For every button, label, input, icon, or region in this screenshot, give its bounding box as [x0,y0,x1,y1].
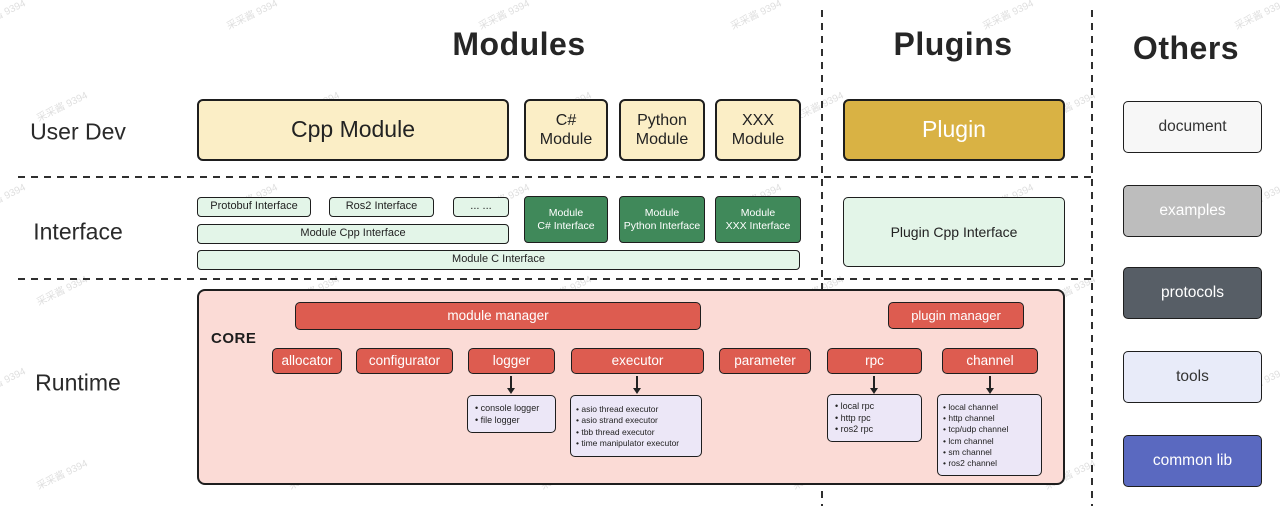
cpp-module-box: Cpp Module [197,99,509,161]
ros2-interface-box: Ros2 Interface [329,197,434,217]
channel-detail-list: • local channel• http channel• tcp/udp c… [937,394,1042,476]
bullet-item: • console logger [475,402,540,413]
module-xxx-interface-box: Module XXX Interface [715,196,801,243]
bullet-item: • tcp/udp channel [943,424,1009,435]
bullet-item: • ros2 rpc [835,424,874,435]
divider-userdev-interface [18,176,1091,178]
others-item-document: document [1123,101,1262,153]
bullet-item: • http rpc [835,412,871,423]
python-module-box: Python Module [619,99,705,161]
protobuf-interface-box: Protobuf Interface [197,197,311,217]
configurator-box: configurator [356,348,453,374]
others-item-examples: examples [1123,185,1262,237]
bullet-item: • ros2 channel [943,457,998,468]
plugin-manager-box: plugin manager [888,302,1024,329]
executor-detail-list: • asio thread executor• asio strand exec… [570,395,702,457]
bullet-item: • file logger [475,414,520,425]
column-title-others: Others [1132,30,1240,66]
bullet-item: • local channel [943,401,998,412]
module-cpp-interface-box: Module Cpp Interface [197,224,509,244]
module-c-interface-box: Module C Interface [197,250,800,270]
row-label-runtime: Runtime [35,369,121,396]
down-arrow-logger [507,376,515,394]
row-label-interface: Interface [33,218,123,245]
rpc-box: rpc [827,348,922,374]
bullet-item: • asio strand executor [576,415,658,426]
bullet-item: • local rpc [835,400,875,411]
column-title-plugins: Plugins [893,26,1013,62]
parameter-box: parameter [719,348,811,374]
allocator-box: allocator [272,348,342,374]
module-csharp-interface-box: Module C# Interface [524,196,608,243]
executor-box: executor [571,348,704,374]
core-label: CORE [211,330,257,347]
down-arrow-channel [986,376,994,394]
logger-detail-list: • console logger• file logger [467,395,556,433]
ellipsis-interface-box: ... ... [453,197,509,217]
column-title-modules: Modules [452,26,586,62]
bullet-item: • http channel [943,413,995,424]
module-manager-box: module manager [295,302,701,330]
row-label-user-dev: User Dev [30,118,126,145]
channel-box: channel [942,348,1038,374]
others-item-protocols: protocols [1123,267,1262,319]
down-arrow-executor [633,376,641,394]
plugin-box: Plugin [843,99,1065,161]
others-item-common-lib: common lib [1123,435,1262,487]
rpc-detail-list: • local rpc• http rpc• ros2 rpc [827,394,922,442]
logger-box: logger [468,348,555,374]
plugin-cpp-interface-box: Plugin Cpp Interface [843,197,1065,267]
module-python-interface-box: Module Python Interface [619,196,705,243]
divider-modules-plugins [821,10,823,506]
bullet-item: • asio thread executor [576,404,659,415]
others-item-tools: tools [1123,351,1262,403]
down-arrow-rpc [870,376,878,394]
bullet-item: • tbb thread executor [576,426,655,437]
bullet-item: • time manipulator executor [576,437,680,448]
divider-interface-runtime [18,278,1091,280]
bullet-item: • sm channel [943,446,992,457]
xxx-module-box: XXX Module [715,99,801,161]
divider-plugins-others [1091,10,1093,506]
bullet-item: • lcm channel [943,435,994,446]
csharp-module-box: C# Module [524,99,608,161]
